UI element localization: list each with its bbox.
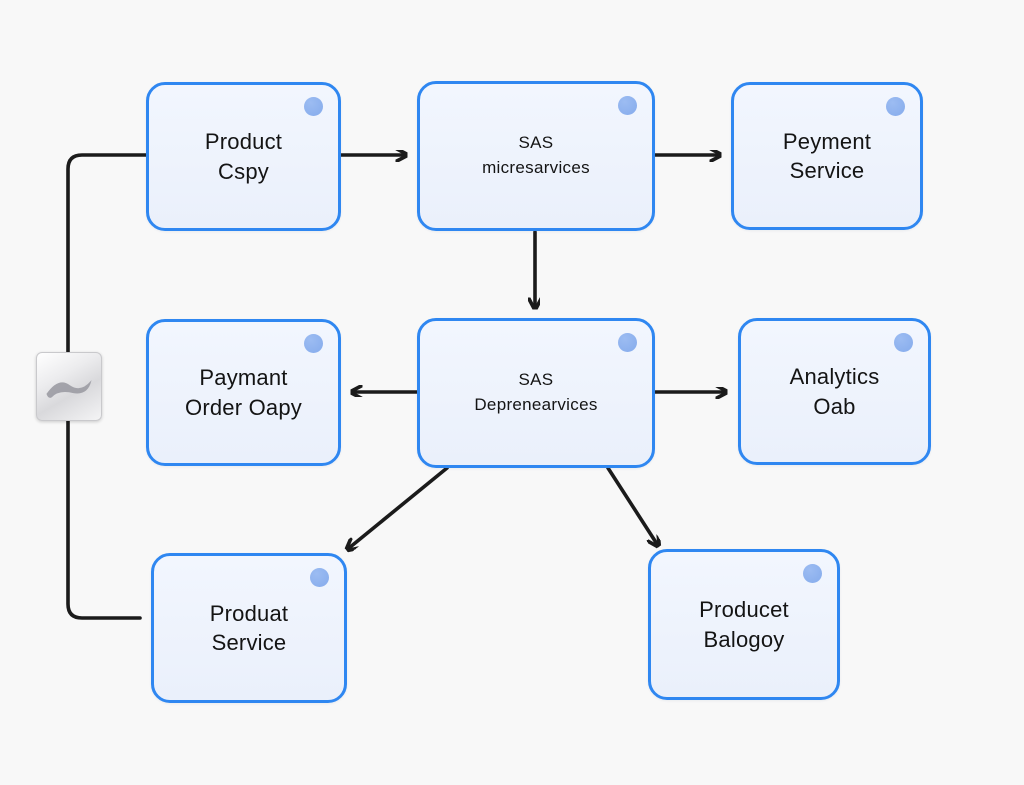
status-dot-icon	[304, 334, 323, 353]
status-dot-icon	[310, 568, 329, 587]
node-product-copy: Product Cspy	[146, 82, 341, 231]
node-label: Peyment Service	[782, 128, 872, 183]
status-dot-icon	[803, 564, 822, 583]
node-label: Analytics Oab	[789, 364, 880, 419]
node-label: Paymant Order Oapy	[185, 365, 302, 420]
status-dot-icon	[304, 97, 323, 116]
edge-dependencies-productcatalog	[606, 466, 657, 544]
node-payment-order: Paymant Order Oapy	[146, 319, 341, 466]
node-analytics-db: Analytics Oab	[738, 318, 931, 465]
node-label: Produat Service	[209, 600, 289, 655]
node-product-service: Produat Service	[151, 553, 347, 703]
edge-dependencies-productservice	[349, 466, 449, 548]
wave-swoosh-icon	[36, 352, 102, 421]
node-saas-dependencies: SAS Deprenearvices	[417, 318, 655, 468]
node-product-catalog: Producet Balogoy	[648, 549, 840, 700]
node-label: Product Cspy	[204, 129, 283, 184]
node-saas-microservices: SAS micresarvices	[417, 81, 655, 231]
node-payment-service: Peyment Service	[731, 82, 923, 230]
node-label: SAS Deprenearvices	[474, 370, 598, 414]
status-dot-icon	[618, 333, 637, 352]
status-dot-icon	[618, 96, 637, 115]
status-dot-icon	[886, 97, 905, 116]
node-label: SAS micresarvices	[482, 133, 590, 177]
node-label: Producet Balogoy	[699, 597, 789, 652]
status-dot-icon	[894, 333, 913, 352]
